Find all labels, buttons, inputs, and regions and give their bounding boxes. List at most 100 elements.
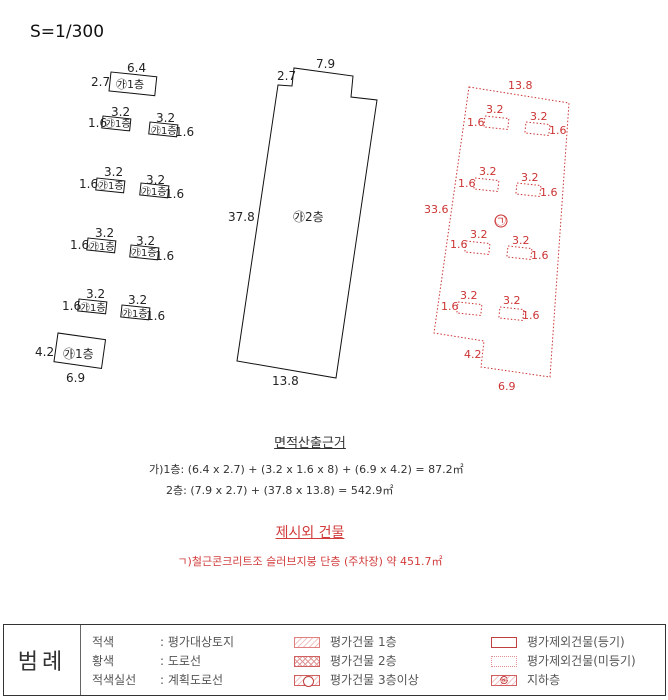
excluded-building-labels: 13.8 33.6 4.2 6.9 ㉠ 3.2 1.6 3.2 1.6 3.2 … xyxy=(424,79,567,393)
dimension-label: 1.6 xyxy=(467,116,485,129)
dotted-outline-swatch-icon xyxy=(491,656,517,667)
legend-item: 적색 : 평가대상토지 xyxy=(92,633,234,652)
dim-top: 3.2 xyxy=(95,226,114,240)
dimension-label: 3.2 xyxy=(512,234,530,247)
dim-bottom: 13.8 xyxy=(272,374,299,388)
legend-value: : 계획도로선 xyxy=(160,673,224,687)
floor-label: ㉮1층 xyxy=(105,118,131,130)
floor-label: ㉮1층 xyxy=(151,125,177,137)
legend-key: 적색실선 xyxy=(92,673,137,687)
hatch-3f-swatch-icon xyxy=(294,675,320,687)
dim-side: 1.6 xyxy=(70,238,89,252)
dim-side: 1.6 xyxy=(165,187,184,201)
legend-item: 평가제외건물(미등기) xyxy=(491,652,636,671)
legend-col-buildings: 평가건물 1층 평가건물 2층 평가건물 3층이상 xyxy=(294,633,419,690)
legend-label: 지하층 xyxy=(527,673,561,687)
legend-item: 평가건물 2층 xyxy=(294,652,419,671)
legend-item: 황색 : 도로선 xyxy=(92,652,234,671)
hatch-2f-swatch-icon xyxy=(294,656,320,667)
area-calc-line-2: 2층: (7.9 x 2.7) + (37.8 x 13.8) = 542.9㎡ xyxy=(166,484,394,497)
dimension-label: 1.6 xyxy=(522,309,540,322)
floor-label: ㉮1층 xyxy=(89,241,115,253)
dim-top: 3.2 xyxy=(86,287,105,301)
dim-top: 3.2 xyxy=(156,111,175,125)
dimension-label: 3.2 xyxy=(486,103,504,116)
dim-top: 7.9 xyxy=(316,57,335,71)
dim-top: 13.8 xyxy=(508,79,533,92)
dimension-label: 1.6 xyxy=(441,300,459,313)
excluded-description: ㄱ)철근콘크리트조 슬러브지붕 단층 (주차장) 약 451.7㎡ xyxy=(177,555,443,568)
floor-label: ㉮1층 xyxy=(122,308,148,320)
dim-side: 1.6 xyxy=(155,249,174,263)
bottom-floor-label: ㉮1층 xyxy=(63,347,94,361)
legend-value: : 평가대상토지 xyxy=(160,635,235,649)
legend-title: 범례 xyxy=(4,625,81,695)
solid-outline-swatch-icon xyxy=(491,637,517,648)
dim-left: 33.6 xyxy=(424,203,449,216)
second-floor-label: ㉮2층 xyxy=(293,210,324,224)
dimension-label: 3.2 xyxy=(479,165,497,178)
dim-top: 3.2 xyxy=(146,173,165,187)
dim-top: 3.2 xyxy=(136,234,155,248)
legend-item: 평가건물 3층이상 xyxy=(294,671,419,690)
excluded-marker: ㉠ xyxy=(495,214,506,227)
dim-side: 1.6 xyxy=(88,116,107,130)
excluded-marker-circle xyxy=(494,214,508,228)
dim-side: 1.6 xyxy=(146,309,165,323)
dim-notch: 4.2 xyxy=(464,348,482,361)
legend-label: 평가제외건물(등기) xyxy=(527,635,625,649)
dim-top: 3.2 xyxy=(104,165,123,179)
excluded-title: 제시외 건물 xyxy=(275,525,345,541)
scale-label: S=1/300 xyxy=(30,22,105,42)
dim-side: 1.6 xyxy=(62,299,81,313)
dimension-label: 3.2 xyxy=(503,294,521,307)
dimension-label: 3.2 xyxy=(470,228,488,241)
first-floor-blocks xyxy=(53,71,179,369)
legend-box: 범례 적색 : 평가대상토지 황색 : 도로선 적색실선 : 계획도로선 평가건… xyxy=(3,624,666,696)
legend-item: 적색실선 : 계획도로선 xyxy=(92,671,234,690)
second-floor-outline xyxy=(236,67,378,379)
legend-col-lines: 적색 : 평가대상토지 황색 : 도로선 적색실선 : 계획도로선 xyxy=(92,633,234,690)
dimension-label: 3.2 xyxy=(521,171,539,184)
legend-label: 평가건물 3층이상 xyxy=(330,673,419,687)
area-calc-title: 면적산출근거 xyxy=(274,436,346,451)
dim-main-left: 2.7 xyxy=(91,75,110,89)
legend-value: : 도로선 xyxy=(160,654,201,668)
legend-item: 평가제외건물(등기) xyxy=(491,633,636,652)
floor-label: ㉮1층 xyxy=(80,302,106,314)
dim-bottom-left: 4.2 xyxy=(35,345,54,359)
dim-side: 1.6 xyxy=(175,125,194,139)
hatch-1f-swatch-icon xyxy=(294,637,320,648)
dim-main-top: 6.4 xyxy=(127,61,146,75)
site-plan-drawing: 6.4 2.7 ㉮1층 3.2 1.6 ㉮1층 3.2 1.6 ㉮1층 3.2 … xyxy=(35,57,570,393)
floor-label: ㉮1층 xyxy=(141,186,167,198)
dimension-label: 1.6 xyxy=(458,177,476,190)
legend-item: 평가건물 1층 xyxy=(294,633,419,652)
legend-col-excluded: 평가제외건물(등기) 평가제외건물(미등기) ㉿ 지하층 xyxy=(491,633,636,690)
dimension-label: 1.6 xyxy=(531,249,549,262)
area-calc-line-1: 가)1층: (6.4 x 2.7) + (3.2 x 1.6 x 8) + (6… xyxy=(149,463,464,476)
dimension-label: 1.6 xyxy=(540,186,558,199)
basement-swatch-icon: ㉿ xyxy=(491,675,517,686)
legend-key: 황색 xyxy=(92,654,115,668)
dim-top: 3.2 xyxy=(111,105,130,119)
dim-notch: 2.7 xyxy=(277,69,296,83)
dim-side: 1.6 xyxy=(79,177,98,191)
dimension-label: 1.6 xyxy=(549,124,567,137)
legend-label: 평가건물 1층 xyxy=(330,635,397,649)
legend-label: 평가건물 2층 xyxy=(330,654,397,668)
block-main xyxy=(108,71,158,97)
dimension-label: 3.2 xyxy=(530,110,548,123)
first-floor-labels: 6.4 2.7 ㉮1층 3.2 1.6 ㉮1층 3.2 1.6 ㉮1층 3.2 … xyxy=(35,61,194,385)
floor-label: ㉮1층 xyxy=(131,247,157,259)
main-floor-label: ㉮1층 xyxy=(116,78,144,91)
dim-bottom: 6.9 xyxy=(498,380,516,393)
dimension-label: 1.6 xyxy=(450,238,468,251)
dimension-label: 3.2 xyxy=(460,289,478,302)
legend-item: ㉿ 지하층 xyxy=(491,671,636,690)
legend-key: 적색 xyxy=(92,635,115,649)
block-bottom xyxy=(53,332,107,369)
second-floor-labels: 7.9 2.7 37.8 13.8 ㉮2층 xyxy=(228,57,335,388)
dim-bottom-bottom: 6.9 xyxy=(66,371,85,385)
dim-top: 3.2 xyxy=(128,293,147,307)
